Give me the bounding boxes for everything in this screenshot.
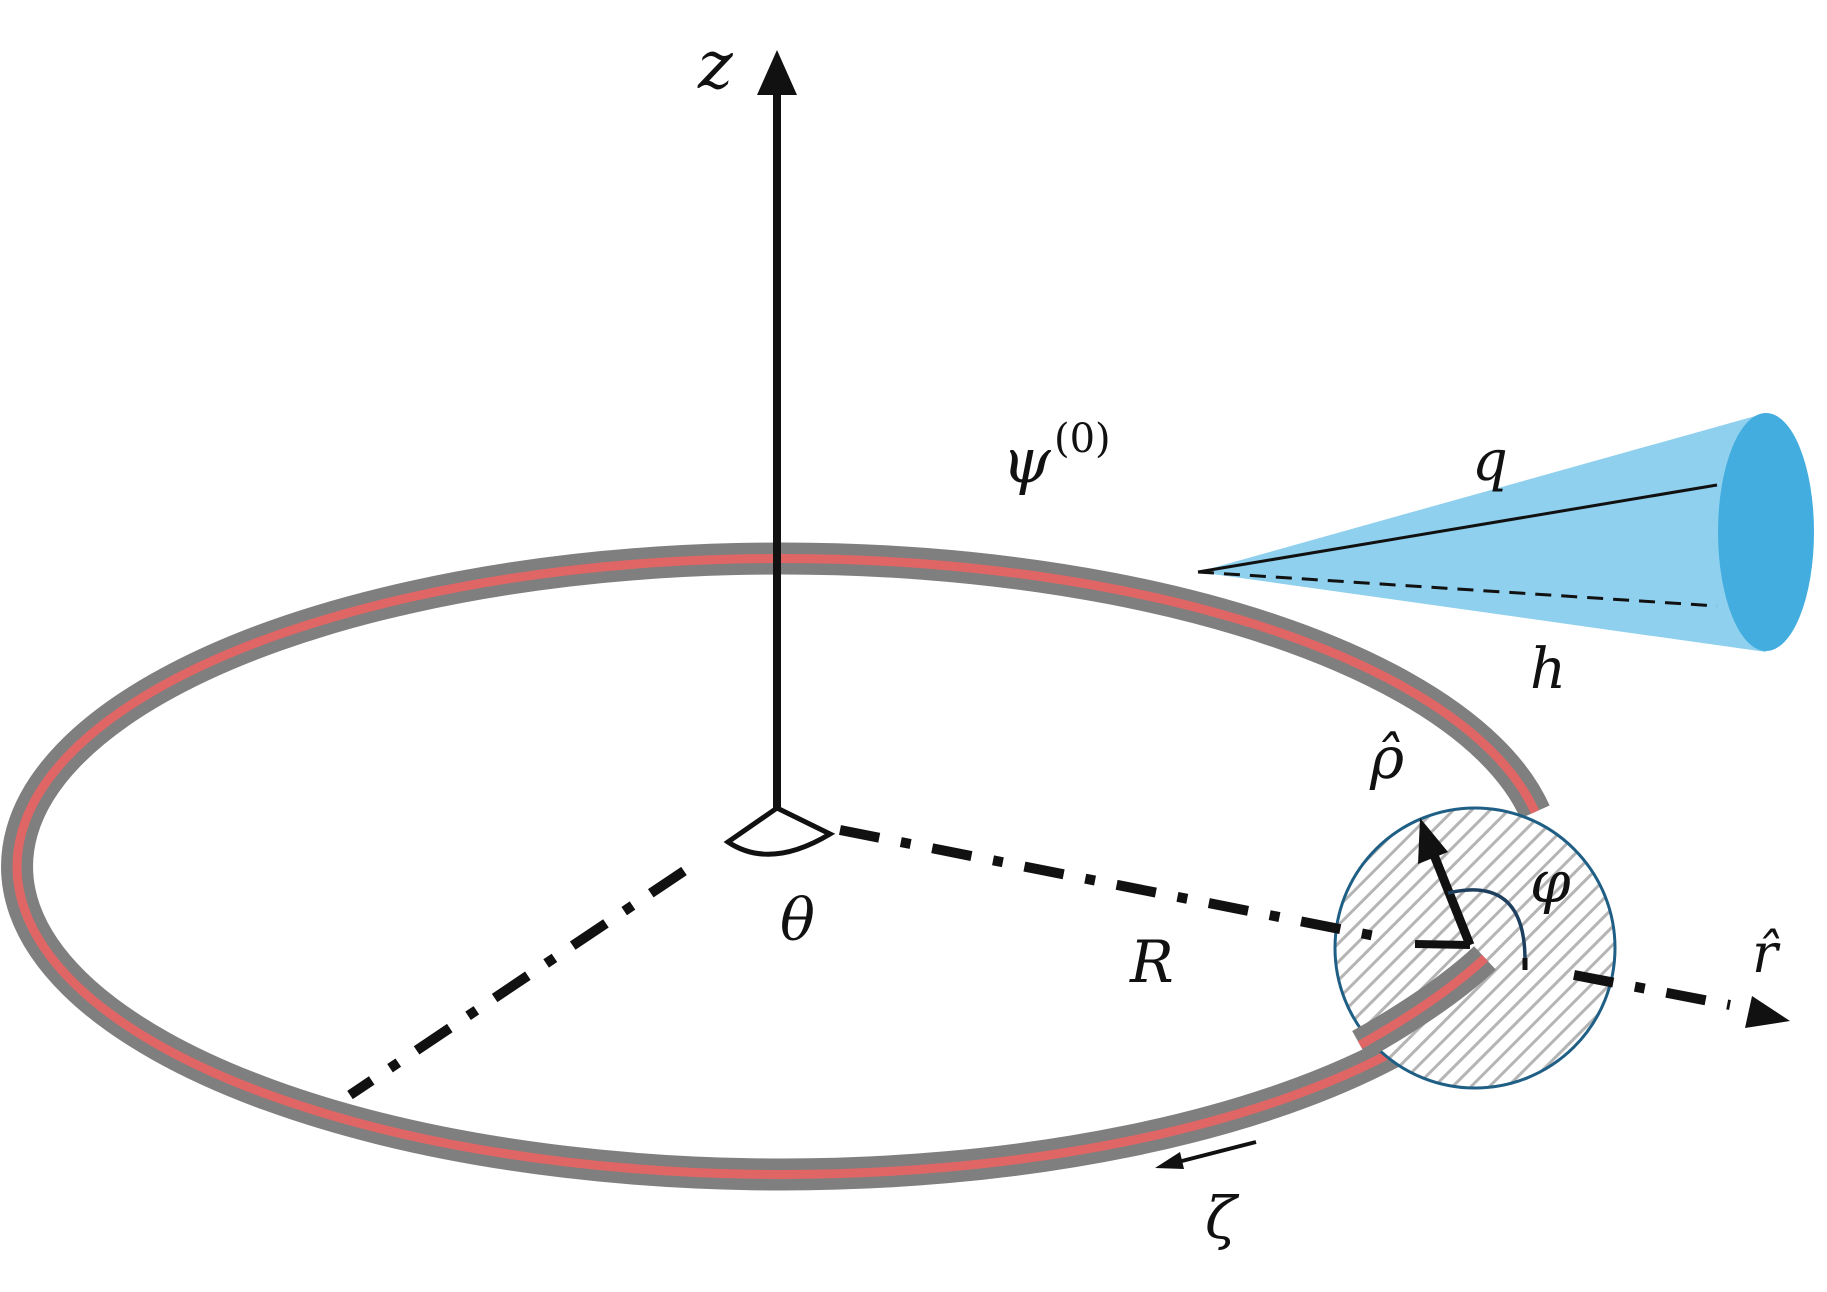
radius-line-back (347, 866, 687, 1100)
psi-superscript: (0) (1054, 416, 1111, 462)
rho-hat-arrow-line (1427, 848, 1475, 947)
local-frame (1414, 818, 1528, 970)
phi-label: φ (1530, 848, 1571, 916)
rho-hat-label: ρ̂ (1369, 724, 1404, 792)
psi-symbol: ψ (1002, 424, 1052, 497)
theta-wedge (723, 805, 836, 857)
z-axis-label: z (697, 27, 734, 104)
torus-ring-core (12, 554, 1540, 1179)
R-label: R (1129, 928, 1174, 996)
z-axis-arrowhead (757, 50, 797, 95)
zeta-arrow (1155, 1140, 1257, 1169)
zeta-arrow-line (1177, 1140, 1257, 1164)
theta-angle-marker (723, 805, 836, 857)
r-hat-label: r̂ (1752, 922, 1781, 985)
cone (1197, 413, 1814, 652)
rho-hat-arrowhead (1418, 818, 1448, 864)
q-label: q (1472, 429, 1508, 494)
cone-body (1198, 413, 1766, 652)
radius-line-R (839, 825, 1381, 942)
local-origin-tick (1414, 940, 1471, 949)
radial-lines (347, 825, 1790, 1100)
zeta-label: ζ (1205, 1184, 1240, 1252)
z-axis (757, 50, 797, 808)
theta-label: θ (780, 886, 815, 954)
cone-h-line (1197, 570, 1718, 608)
phi-angle-arc (1447, 888, 1527, 961)
h-label: h (1530, 637, 1566, 702)
cone-q-line (1197, 483, 1718, 574)
psi-label: ψ (1002, 424, 1052, 497)
r-hat-axis-line (1573, 970, 1731, 1010)
torus-ring-end-core (1357, 954, 1489, 1049)
zeta-arrowhead (1155, 1152, 1184, 1169)
cross-section (1333, 806, 1617, 1090)
cone-base (1718, 413, 1814, 651)
torus-ring (1, 542, 1550, 1191)
r-hat-arrowhead (1745, 996, 1790, 1028)
